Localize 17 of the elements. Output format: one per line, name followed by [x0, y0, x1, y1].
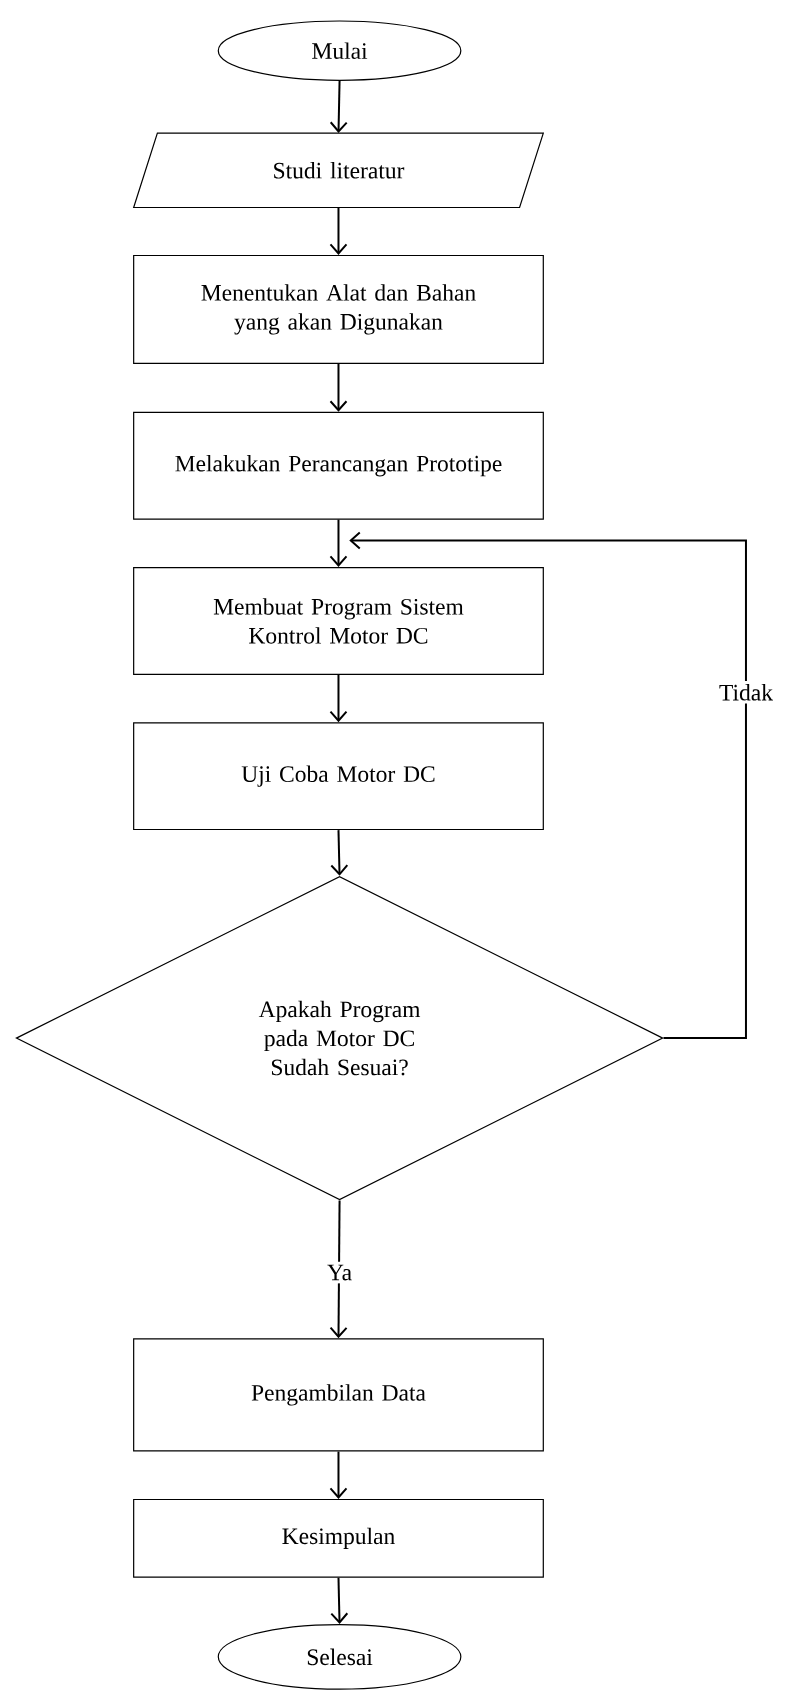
process-box: Membuat Program Sistem Kontrol Motor DC	[133, 566, 544, 675]
process-box: Kesimpulan	[133, 1498, 544, 1578]
arrow	[329, 79, 348, 133]
arrow	[329, 518, 348, 567]
arrow	[329, 362, 348, 412]
arrow	[329, 673, 348, 723]
arrow	[329, 1450, 348, 1499]
arrow	[349, 531, 747, 1040]
process-box: Pengambilan Data	[133, 1338, 544, 1452]
process-box: Menentukan Alat dan Bahan yang akan Digunakan	[133, 254, 544, 364]
arrow	[330, 1576, 349, 1624]
arrow	[329, 206, 348, 255]
arrow	[330, 829, 349, 876]
edge-label: Ya	[324, 1261, 356, 1284]
process-box: Melakukan Perancangan Prototipe	[133, 411, 544, 520]
edge-label: Tidak	[715, 681, 776, 704]
process-box: Uji Coba Motor DC	[133, 722, 544, 831]
